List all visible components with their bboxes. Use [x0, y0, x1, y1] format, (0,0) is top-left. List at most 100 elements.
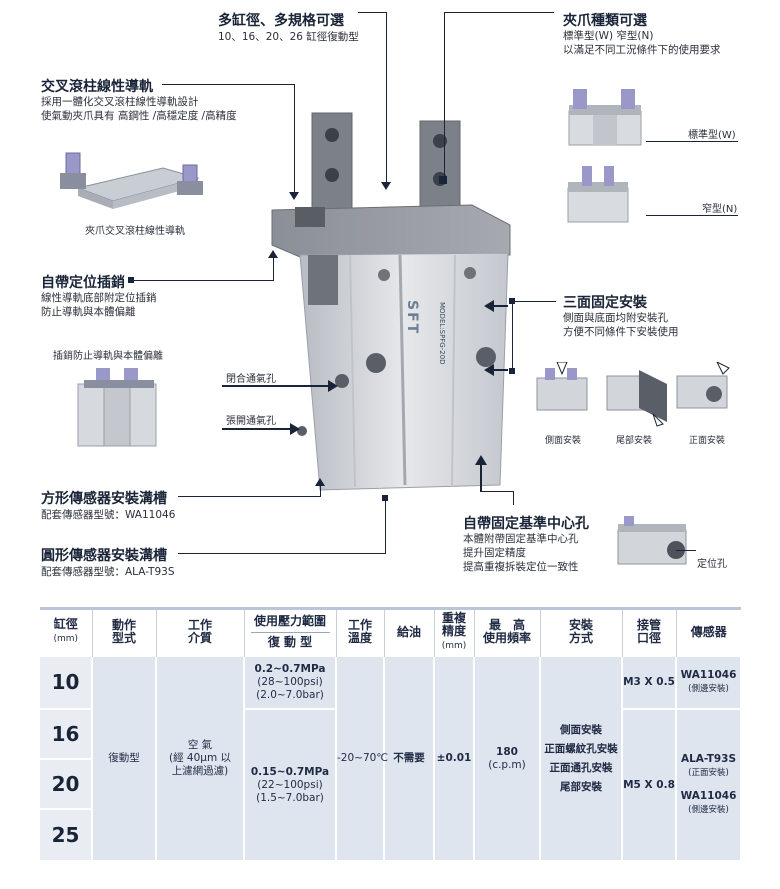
table-header-row: 缸徑(mm) 動作型式 工作介質 使用壓力範圍復 動 型 工作溫度 給油 重複精… — [40, 607, 741, 657]
cell-oil: 不需要 — [384, 657, 435, 862]
leader-center-hole-h — [480, 491, 514, 492]
leader-center-hole-label — [676, 550, 696, 551]
leader-positioning-pin — [273, 255, 274, 281]
cross-roller-label: 夾爪交叉滾柱線性導軌 — [85, 226, 185, 237]
dot-positioning-pin — [128, 277, 134, 283]
arrow-center-hole-line — [480, 464, 482, 492]
jaw-types-desc2: 以滿足不同工況條件下的使用要求 — [563, 44, 721, 56]
leader-square-sensor-h — [178, 496, 321, 497]
round-sensor-desc: 配套傳感器型號：ALA-T93S — [41, 566, 175, 578]
center-hole-desc2: 提升固定精度 — [463, 547, 526, 559]
positioning-pin-figure — [77, 368, 157, 447]
table-row: 25 — [40, 809, 741, 862]
close-port-arrow — [222, 385, 330, 387]
cell-pressure-16: 0.15~0.7MPa(22~100psi)(1.5~7.0bar) — [244, 709, 337, 862]
cross-roller-figure — [60, 152, 203, 209]
leader-cross-roller-h — [162, 84, 295, 85]
leader-cross-roller — [294, 84, 295, 194]
square-sensor-desc: 配套傳感器型號：WA11046 — [41, 509, 176, 521]
bore-16: 16 — [40, 709, 93, 760]
center-hole-desc1: 本體附帶固定基準中心孔 — [463, 533, 579, 545]
cell-pressure-10: 0.2~0.7MPa(28~100psi)(2.0~7.0bar) — [244, 657, 337, 710]
leader-round-sensor-h — [178, 553, 386, 554]
close-port-label: 閉合通氣孔 — [226, 374, 276, 385]
mounting-figures — [536, 362, 730, 427]
cross-roller-desc1: 採用一體化交叉滾柱線性導軌設計 — [41, 96, 199, 108]
leader-square-sensor — [320, 483, 321, 497]
product-logo: SFT — [404, 300, 420, 336]
leader-center-hole-v — [513, 491, 514, 505]
center-hole-figure — [617, 516, 687, 565]
standard-jaw-figure — [568, 89, 642, 146]
cell-medium: 空 氣(經 40μm 以上濾網過濾) — [156, 657, 245, 862]
positioning-pin-title: 自帶定位插銷 — [41, 275, 125, 291]
arrow-three-side-1-line — [494, 305, 508, 307]
open-port-arrowhead — [290, 423, 300, 435]
narrow-label: 窄型(N) — [702, 204, 738, 215]
leader-jaw-types — [444, 12, 445, 178]
bore-20: 20 — [40, 759, 93, 810]
arrow-square-sensor — [315, 478, 325, 486]
table-row: 16 0.15~0.7MPa(22~100psi)(1.5~7.0bar) M5… — [40, 709, 742, 862]
arrow-positioning-pin — [268, 250, 278, 258]
product-model: MODEL:SPFG-20D — [438, 302, 446, 365]
arrow-three-side-2-line — [494, 369, 508, 371]
center-hole-title: 自帶固定基準中心孔 — [463, 516, 589, 532]
positioning-pin-desc2: 防止導軌與本體偏離 — [41, 306, 136, 318]
cell-sensor-10: WA11046(側邊安裝) — [676, 657, 742, 710]
cell-port-10: M3 X 0.5 — [622, 657, 677, 710]
mount-label-side: 側面安裝 — [545, 436, 582, 446]
cell-repeat: ±0.01 — [434, 657, 475, 862]
positioning-pin-desc1: 線性導軌底部附定位插銷 — [41, 292, 157, 304]
multi-bore-desc: 10、16、20、26 缸徑復動型 — [218, 31, 359, 43]
round-sensor-title: 圓形傳感器安裝溝槽 — [41, 548, 167, 564]
leader-round-sensor — [385, 498, 386, 554]
header-action: 動作型式 — [92, 607, 157, 657]
positioning-pin-label: 插銷防止導軌與本體偏離 — [53, 351, 163, 362]
leader-three-side — [512, 301, 513, 371]
narrow-jaw-figure — [567, 166, 629, 223]
center-hole-label: 定位孔 — [697, 559, 727, 570]
table-top-rule — [40, 607, 741, 610]
header-oil: 給油 — [384, 607, 435, 657]
dot-three-side-2 — [509, 368, 515, 374]
table-row: 20 — [40, 759, 741, 810]
cell-freq: 180(c.p.m) — [474, 657, 541, 862]
cell-port-16: M5 X 0.8 — [622, 709, 677, 862]
arrow-multi-bore — [381, 182, 391, 190]
arrow-three-side-2 — [484, 364, 494, 376]
leader-jaw-types-h — [444, 12, 554, 13]
square-sensor-title: 方形傳感器安裝溝槽 — [41, 491, 167, 507]
cell-action: 復動型 — [92, 657, 157, 862]
bore-10: 10 — [40, 657, 93, 710]
gripper-product-image — [271, 112, 511, 491]
center-hole-desc3: 提高重複拆裝定位一致性 — [463, 561, 579, 573]
open-port-label: 張開通氣孔 — [226, 416, 276, 427]
leader-three-side-h — [512, 301, 556, 302]
leader-positioning-pin-h — [134, 280, 274, 281]
open-port-arrow — [222, 428, 292, 430]
cell-temp: -20~70℃ — [336, 657, 388, 862]
leader-standard — [646, 141, 738, 142]
bore-25: 25 — [40, 809, 93, 862]
dot-round-sensor — [382, 495, 388, 501]
mount-label-front: 正面安裝 — [689, 436, 726, 446]
cross-roller-desc2: 使氣動夾爪具有 高鋼性 /高穩定度 /高精度 — [41, 110, 237, 122]
spec-table: 缸徑(mm) 動作型式 工作介質 使用壓力範圍復 動 型 工作溫度 給油 重複精… — [40, 607, 742, 862]
header-bore: 缸徑(mm) — [40, 607, 93, 657]
dot-three-side — [509, 298, 515, 304]
three-side-desc2: 方便不同條件下安裝使用 — [563, 326, 679, 338]
leader-narrow — [646, 215, 738, 216]
close-port-arrowhead — [328, 380, 338, 392]
standard-label: 標準型(W) — [688, 130, 736, 141]
three-side-title: 三面固定安裝 — [563, 295, 647, 311]
cell-mount: 側面安裝 正面螺紋孔安裝 正面通孔安裝 尾部安裝 — [540, 657, 623, 862]
leader-multi-bore — [386, 12, 387, 187]
jaw-types-title: 夾爪種類可選 — [563, 13, 647, 29]
header-sensor: 傳感器 — [676, 607, 741, 657]
header-temp: 工作溫度 — [336, 607, 385, 657]
table-row: 10 復動型 空 氣(經 40μm 以上濾網過濾) 0.2~0.7MPa(28~… — [40, 657, 742, 862]
dot-jaw-types — [439, 176, 447, 184]
header-port: 接管口徑 — [622, 607, 677, 657]
leader-multi-bore-h — [358, 12, 386, 13]
